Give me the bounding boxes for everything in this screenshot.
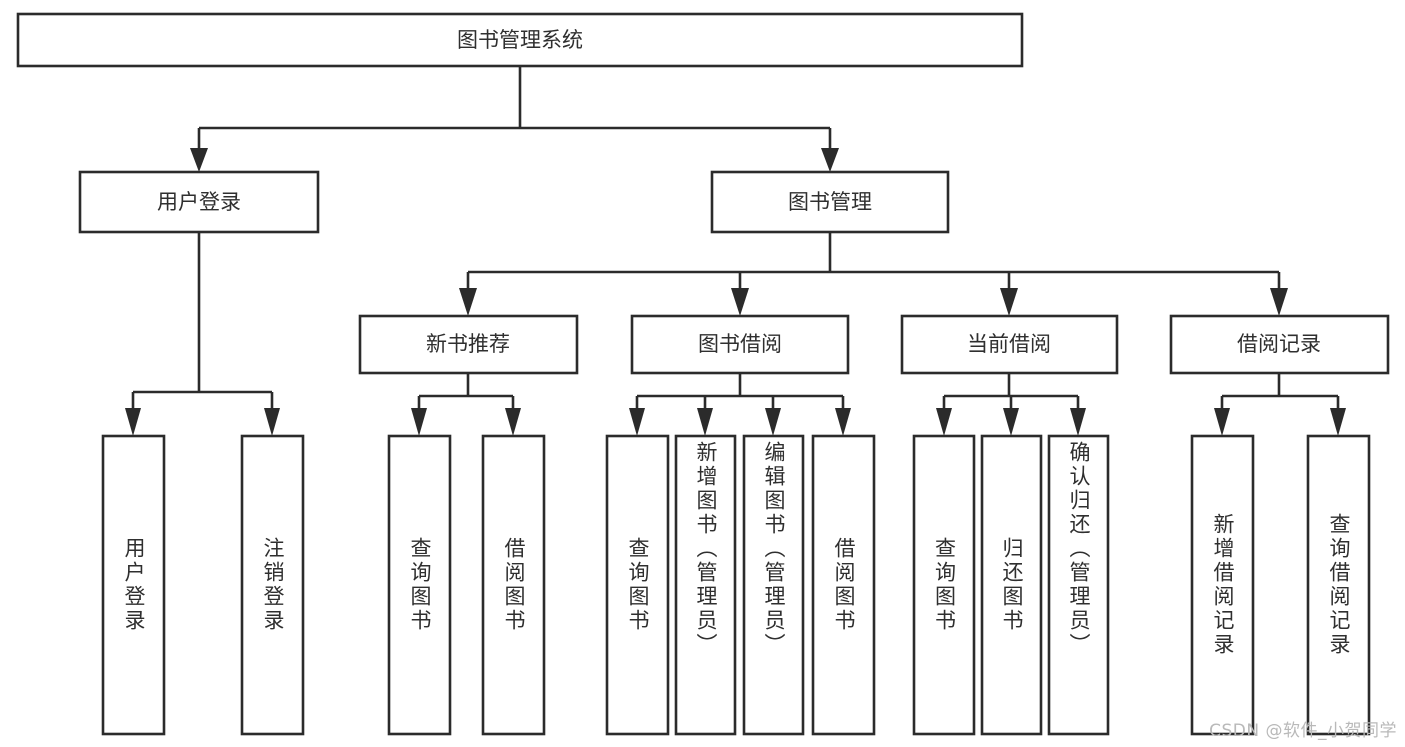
node-book-management[interactable]: 图书管理 [710,170,950,234]
node-book-borrow-label: 图书借阅 [698,332,782,356]
leaf-box-confirm-return[interactable] [1047,434,1110,736]
arrow-head-book-mgmt [821,148,839,172]
arrow-head-leaf-return-book [1003,408,1019,436]
leaf-box-query-book-a[interactable] [387,434,452,736]
node-current-borrow[interactable]: 当前借阅 [900,314,1119,375]
leaf-box-add-book[interactable] [674,434,737,736]
node-new-book-recommend-box[interactable] [358,314,579,375]
arrow-head-leaf-borrow-book-a [505,408,521,436]
arrow-head-leaf-add-book [697,408,713,436]
leaf-box-edit-book[interactable] [742,434,805,736]
node-root-system-box[interactable] [16,12,1024,68]
node-user-login[interactable]: 用户登录 [78,170,320,234]
arrow-head-leaf-borrow-book-b [835,408,851,436]
arrow-head-leaf-logout [264,408,280,436]
node-book-borrow[interactable]: 图书借阅 [630,314,850,375]
watermark-text: CSDN @软件_小贺同学 [1209,721,1397,741]
arrow-head-leaf-query-record [1330,408,1346,436]
leaf-box-query-borrow-record[interactable] [1306,434,1371,736]
node-new-book-recommend-label: 新书推荐 [426,332,510,356]
node-user-login-box[interactable] [78,170,320,234]
leaf-box-layer [101,434,1371,736]
node-current-borrow-label: 当前借阅 [967,332,1051,356]
leaf-box-user-login[interactable] [101,434,166,736]
arrow-head-leaf-edit-book [765,408,781,436]
node-current-borrow-box[interactable] [900,314,1119,375]
node-borrow-record-label: 借阅记录 [1237,332,1321,356]
arrow-head-current-borrow [1000,288,1018,316]
node-book-management-box[interactable] [710,170,950,234]
node-borrow-record[interactable]: 借阅记录 [1169,314,1390,375]
arrow-head-leaf-query-book-c [936,408,952,436]
arrow-head-leaf-query-book-a [411,408,427,436]
arrow-head-book-borrow [731,288,749,316]
arrow-head-borrow-record [1270,288,1288,316]
leaf-box-query-book-b[interactable] [605,434,670,736]
node-root-system[interactable]: 图书管理系统 [16,12,1024,68]
node-new-book-recommend[interactable]: 新书推荐 [358,314,579,375]
arrow-head-new-book-rec [459,288,477,316]
connector-layer [125,66,1346,436]
arrow-head-leaf-add-record [1214,408,1230,436]
arrow-head-leaf-confirm-return [1070,408,1086,436]
arrow-head-user-login [190,148,208,172]
leaf-box-add-borrow-record[interactable] [1190,434,1255,736]
arrow-head-leaf-query-book-b [629,408,645,436]
leaf-box-query-book-c[interactable] [912,434,976,736]
node-root-system-label: 图书管理系统 [457,28,583,52]
node-user-login-label: 用户登录 [157,190,241,214]
node-book-borrow-box[interactable] [630,314,850,375]
node-book-management-label: 图书管理 [788,190,872,214]
arrow-head-leaf-user-login [125,408,141,436]
node-borrow-record-box[interactable] [1169,314,1390,375]
leaf-box-logout[interactable] [240,434,305,736]
leaf-box-return-book[interactable] [980,434,1043,736]
leaf-box-borrow-book-a[interactable] [481,434,546,736]
leaf-box-borrow-book-b[interactable] [811,434,876,736]
